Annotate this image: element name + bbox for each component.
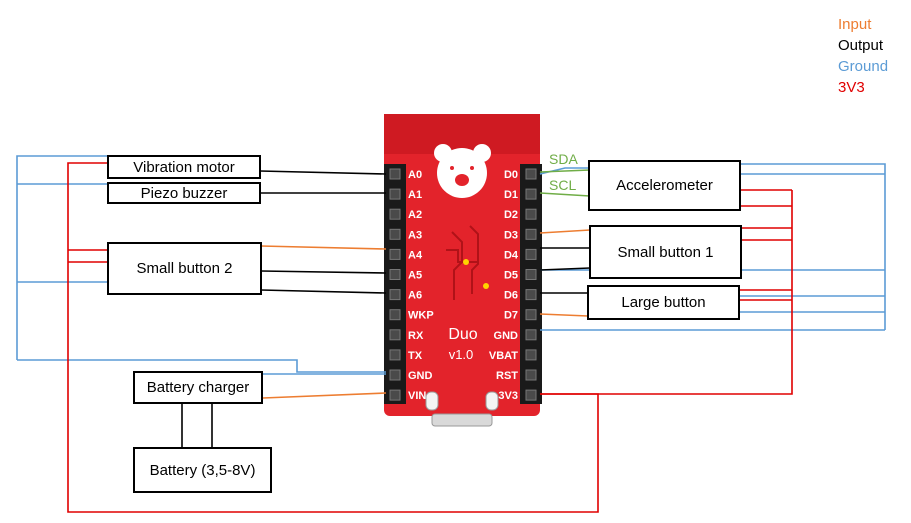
scl-label: SCL: [549, 177, 576, 193]
left-pin-label-tx: TX: [408, 350, 423, 362]
piezo-buzzer-box: Piezo buzzer: [107, 182, 261, 204]
left-pin-gnd: [389, 369, 401, 381]
legend-input: Input: [838, 16, 872, 33]
small-button-2-box: Small button 2: [107, 242, 262, 295]
right-pin-label-d3: D3: [504, 229, 518, 241]
left-pin-tx: [389, 349, 401, 361]
board-antenna-area: [384, 114, 540, 154]
board-name: Duo: [448, 326, 477, 343]
right-pin-label-rst: RST: [496, 370, 518, 382]
right-pin-d5: [525, 269, 537, 280]
right-pin-label-d4: D4: [504, 249, 519, 261]
right-pin-label-gnd: GND: [494, 330, 519, 342]
output-wires: [181, 170, 591, 448]
right-pin-label-d5: D5: [504, 270, 518, 282]
reset-button-icon[interactable]: [485, 391, 499, 411]
left-pin-label-vin: VIN: [408, 390, 426, 402]
i2c-wires: [539, 169, 591, 197]
3v3-wires: [67, 162, 793, 513]
left-pin-a3: [389, 228, 401, 240]
input-wires: [260, 229, 591, 399]
left-pin-a0: [389, 168, 401, 180]
right-pin-label-d7: D7: [504, 310, 518, 322]
battery-box: Battery (3,5-8V): [133, 447, 272, 493]
right-pin-label-d6: D6: [504, 290, 518, 302]
left-pin-label-a6: A6: [408, 290, 422, 302]
sda-label: SDA: [549, 151, 578, 167]
left-pin-a2: [389, 208, 401, 220]
legend-ground: Ground: [838, 58, 889, 75]
accelerometer-box: Accelerometer: [588, 160, 741, 211]
left-pin-label-a3: A3: [408, 229, 422, 241]
board-version: v1.0: [449, 347, 474, 362]
legend-output: Output: [838, 37, 884, 54]
battery-charger-box: Battery charger: [133, 371, 263, 404]
setup-button-icon[interactable]: [425, 391, 439, 411]
legend-3v3: 3V3: [838, 79, 865, 96]
right-pin-d4: [525, 248, 537, 260]
board-pcb: [384, 114, 540, 416]
bear-logo: [434, 144, 491, 198]
left-header: [384, 164, 406, 404]
right-pin-label-3v3: 3V3: [498, 390, 518, 402]
left-pin-label-a1: A1: [408, 189, 422, 201]
left-pin-label-rx: RX: [408, 330, 424, 342]
left-pin-label-a4: A4: [408, 249, 423, 261]
right-pin-d0: [525, 168, 537, 180]
right-pin-d6: [525, 289, 537, 301]
right-pin-d3: [525, 228, 537, 240]
board-traces: [446, 225, 489, 300]
left-pin-label-a5: A5: [408, 270, 422, 282]
right-pin-d1: [525, 188, 537, 200]
small-button-1-box: Small button 1: [589, 225, 742, 279]
right-pin-rst: [525, 369, 537, 381]
right-pin-label-d2: D2: [504, 209, 518, 221]
left-pin-label-a0: A0: [408, 169, 422, 181]
usb-port-icon: [431, 413, 493, 427]
left-pin-vin: [389, 389, 401, 401]
left-pin-a5: [389, 269, 401, 280]
left-pin-a6: [389, 289, 401, 301]
right-pin-vbat: [525, 349, 537, 361]
right-pin-d7: [525, 309, 537, 321]
vibration-motor-box: Vibration motor: [107, 155, 261, 179]
right-pin-label-vbat: VBAT: [489, 350, 518, 362]
left-pin-label-wkp: WKP: [408, 310, 434, 322]
right-header: [520, 164, 542, 404]
right-pin-gnd: [525, 329, 537, 341]
left-pin-label-a2: A2: [408, 209, 422, 221]
left-pin-a1: [389, 188, 401, 200]
left-pin-label-gnd: GND: [408, 370, 433, 382]
right-pin-d2: [525, 208, 537, 220]
right-pin-label-d1: D1: [504, 189, 518, 201]
left-pin-a4: [389, 248, 401, 260]
left-pin-wkp: [389, 309, 401, 321]
right-pin-label-d0: D0: [504, 169, 518, 181]
right-pin-3v3: [525, 389, 537, 401]
large-button-box: Large button: [587, 285, 740, 320]
left-pin-rx: [389, 329, 401, 341]
